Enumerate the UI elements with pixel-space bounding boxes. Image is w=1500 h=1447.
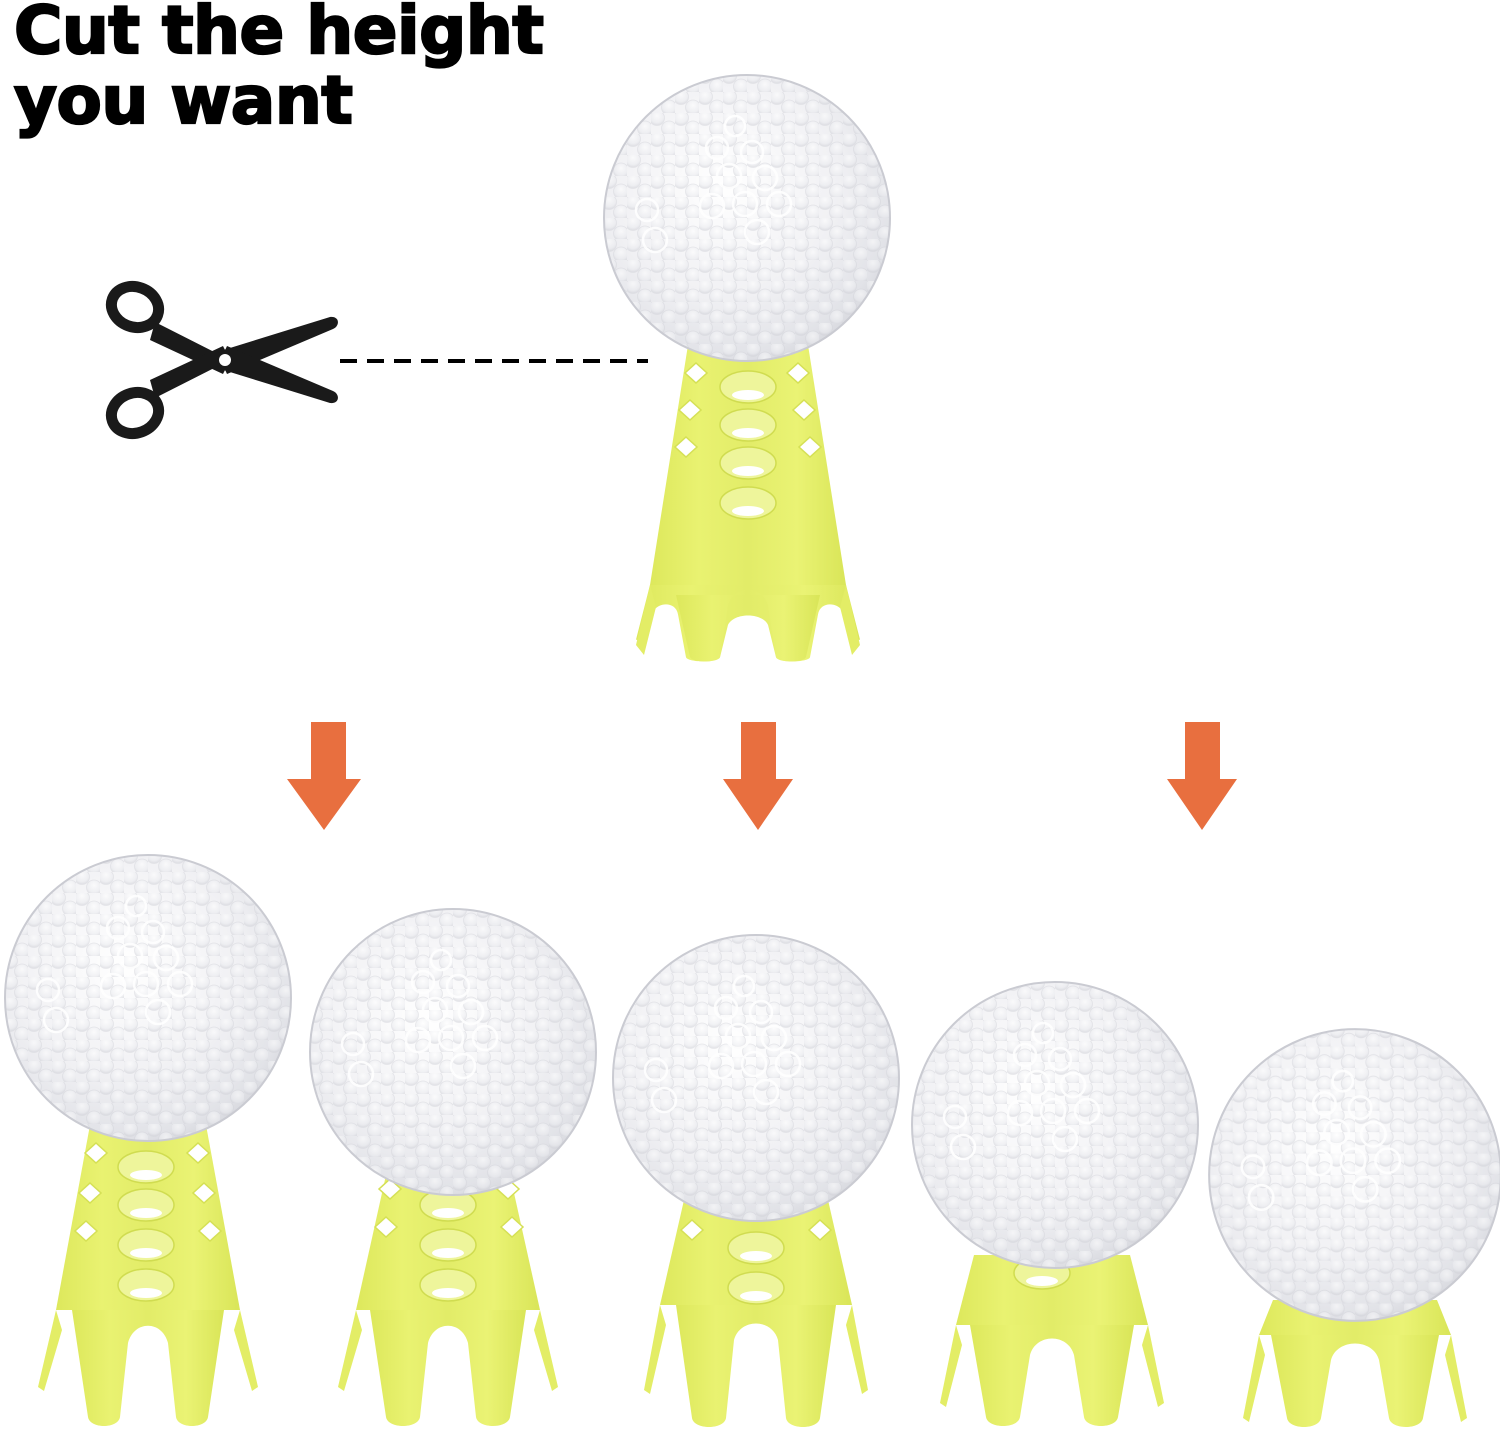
cut-tee-1	[38, 1125, 258, 1426]
cut-tee-2	[338, 1175, 558, 1426]
golf-ball	[1202, 1022, 1500, 1328]
headline-line-2: you want	[13, 62, 354, 139]
golf-ball	[0, 848, 298, 1148]
arrow-down-icon	[287, 722, 1237, 830]
golf-ball	[597, 68, 897, 368]
original-tee	[636, 345, 860, 662]
golf-ball	[606, 928, 906, 1228]
cut-tee-4	[940, 1255, 1164, 1426]
headline-line-1: Cut the height	[13, 0, 545, 69]
headline: Cut the height you want	[13, 0, 545, 139]
golf-ball	[303, 902, 603, 1202]
cut-tee-3	[644, 1200, 868, 1427]
scissors-icon	[105, 280, 338, 440]
golf-ball	[905, 975, 1205, 1275]
